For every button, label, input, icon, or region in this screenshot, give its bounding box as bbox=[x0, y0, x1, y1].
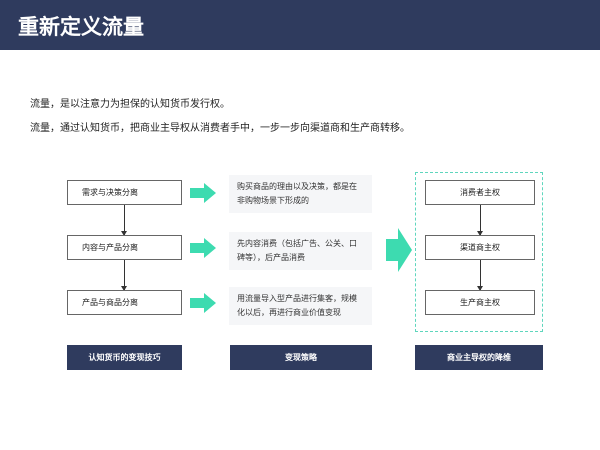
right-step-2: 渠道商主权 bbox=[425, 235, 535, 260]
page-title: 重新定义流量 bbox=[18, 15, 144, 39]
header-bar: 重新定义流量 bbox=[0, 0, 600, 50]
footer-label-2: 变现策略 bbox=[230, 345, 372, 370]
intro-line-2: 流量，通过认知货币，把商业主导权从消费者手中，一步一步向渠道商和生产商转移。 bbox=[30, 123, 410, 134]
down-arrow bbox=[121, 260, 127, 291]
big-right-arrow-icon bbox=[386, 228, 412, 272]
footer-label-3: 商业主导权的降维 bbox=[415, 345, 543, 370]
left-step-1: 需求与决策分离 bbox=[67, 180, 182, 205]
left-step-3: 产品与商品分离 bbox=[67, 290, 182, 315]
right-step-1: 消费者主权 bbox=[425, 180, 535, 205]
down-arrow bbox=[477, 205, 483, 236]
description-2: 先内容消费（包括广告、公关、口碑等），后产品消费 bbox=[229, 232, 372, 270]
intro-line-1: 流量，是以注意力为担保的认知货币发行权。 bbox=[30, 99, 230, 110]
footer-label-1: 认知货币的变现技巧 bbox=[67, 345, 182, 370]
right-step-3: 生产商主权 bbox=[425, 290, 535, 315]
down-arrow bbox=[477, 260, 483, 291]
right-arrow-icon bbox=[190, 183, 216, 203]
description-3: 用流量导入型产品进行集客，规模化以后，再进行商业价值变现 bbox=[229, 287, 372, 325]
dashed-group bbox=[415, 172, 543, 332]
description-1: 购买商品的理由以及决策，都是在非购物场景下形成的 bbox=[229, 175, 372, 213]
down-arrow bbox=[121, 205, 127, 236]
right-arrow-icon bbox=[190, 293, 216, 313]
left-step-2: 内容与产品分离 bbox=[67, 235, 182, 260]
right-arrow-icon bbox=[190, 238, 216, 258]
